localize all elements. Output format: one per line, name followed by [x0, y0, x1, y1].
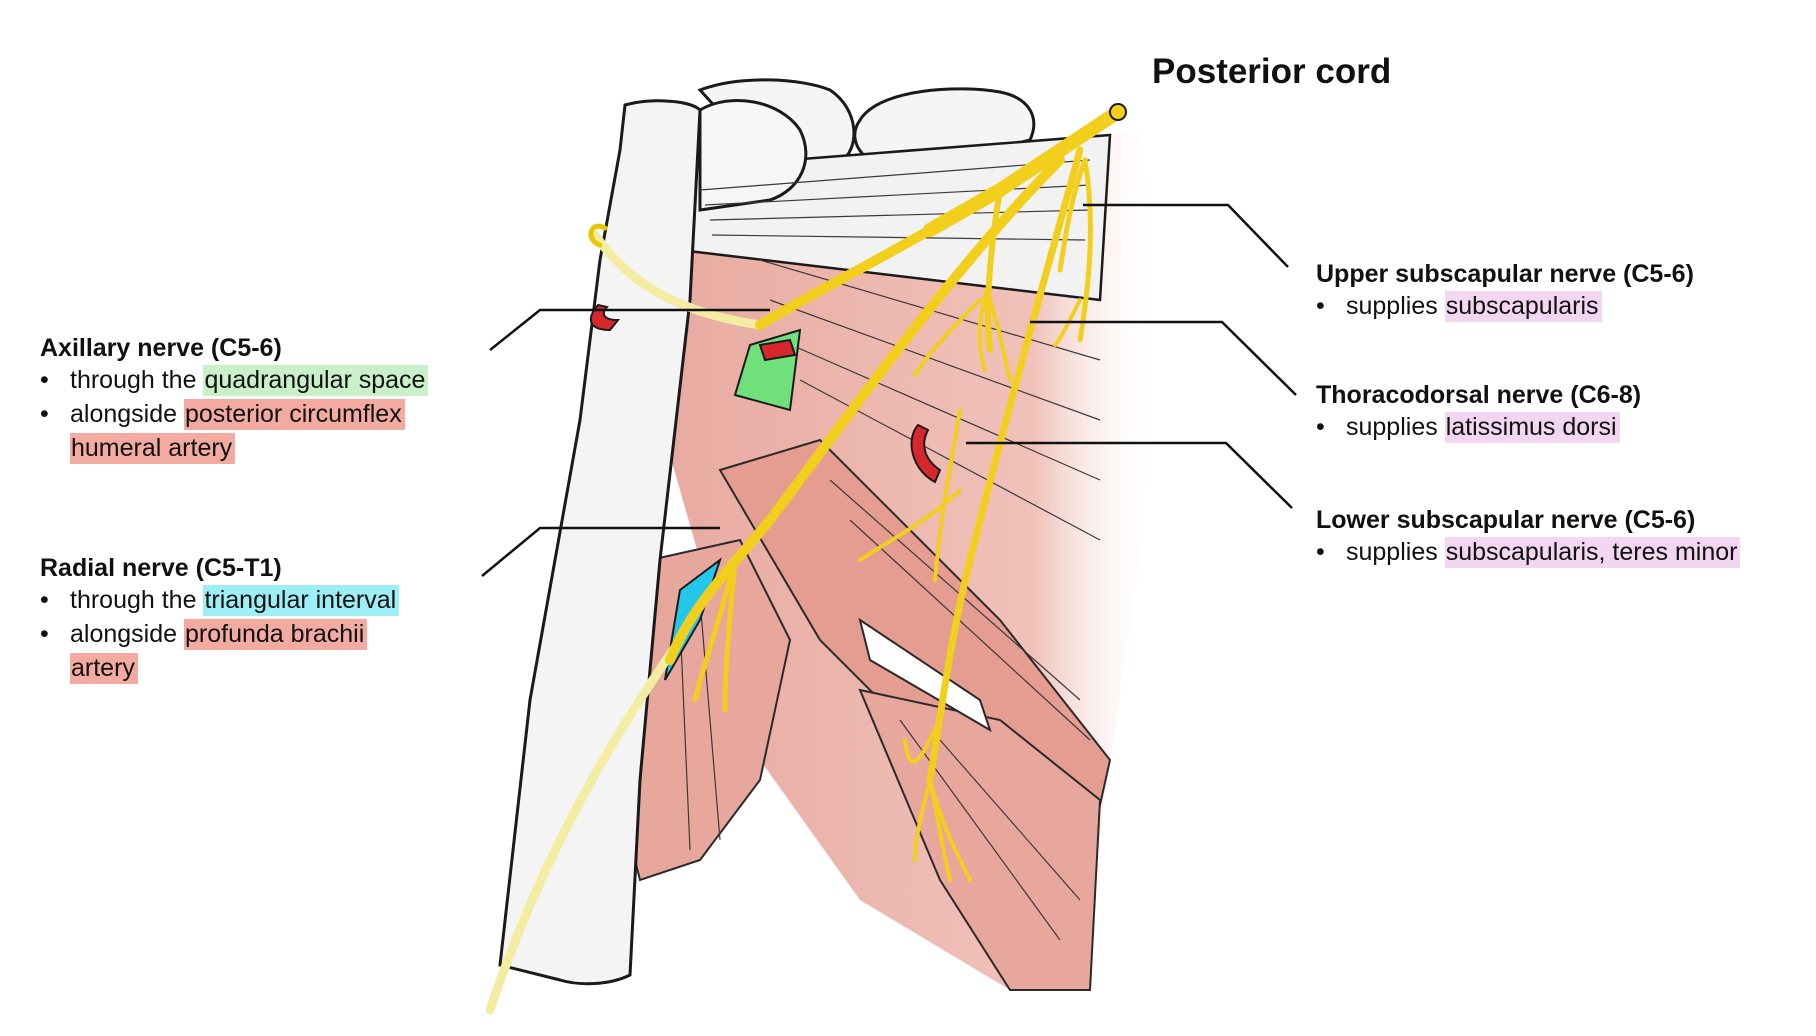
lower-subscapular-highlight: subscapularis, teres minor — [1444, 537, 1741, 568]
axillary-artery-highlight: posterior circumflex — [183, 399, 405, 430]
radial-bullet-2-continued: artery — [40, 651, 399, 685]
radial-line2-prefix: alongside — [70, 620, 178, 648]
humeral-head — [698, 99, 808, 212]
lower-subscapular-title: Lower subscapular nerve (C5-6) — [1316, 506, 1696, 534]
upper-subscapular-bullet: • supplies subscapularis — [1316, 289, 1694, 323]
upper-subscapular-highlight: subscapularis — [1444, 291, 1602, 322]
lower-subscapular-bullet: • supplies subscapularis, teres minor — [1316, 535, 1741, 569]
posterior-cord-end — [1109, 103, 1127, 121]
radial-bullet-2: • alongside profunda brachii — [40, 617, 399, 651]
leader-radial — [481, 526, 720, 577]
radial-bullet-1: • through the triangular interval — [40, 583, 400, 617]
diagram-title: Posterior cord — [1152, 52, 1392, 91]
leader-lower-subscapular — [966, 441, 1293, 509]
lower-subscapular-prefix: supplies — [1346, 538, 1438, 566]
thoracodorsal-highlight: latissimus dorsi — [1444, 412, 1620, 443]
leader-axillary — [489, 308, 770, 351]
bullet-dot: • — [40, 400, 49, 428]
radial-triangular-highlight: triangular interval — [203, 585, 400, 616]
bullet-dot: • — [1316, 538, 1325, 566]
upper-subscapular-prefix: supplies — [1346, 292, 1438, 320]
leader-lines — [481, 203, 1297, 577]
bullet-dot: • — [40, 586, 49, 614]
radial-line1-prefix: through the — [70, 586, 197, 614]
radial-nerve-label: Radial nerve (C5-T1) • through the triang… — [40, 554, 400, 685]
bullet-dot: • — [40, 366, 49, 394]
thoracodorsal-prefix: supplies — [1346, 413, 1438, 441]
upper-subscapular-nerve-label: Upper subscapular nerve (C5-6) • supplies… — [1316, 260, 1694, 323]
axillary-nerve-title: Axillary nerve (C5-6) — [40, 334, 282, 362]
bullet-dot: • — [40, 620, 49, 648]
muscle-gap — [858, 617, 992, 733]
axillary-bullet-2-continued: humeral artery — [40, 431, 428, 465]
leader-upper-subscapular — [1083, 203, 1289, 268]
thoracodorsal-bullet: • supplies latissimus dorsi — [1316, 410, 1641, 444]
axillary-artery-highlight-cont: humeral artery — [70, 433, 236, 464]
radial-artery-highlight: profunda brachii — [183, 619, 368, 650]
upper-subscapular-title: Upper subscapular nerve (C5-6) — [1316, 260, 1694, 288]
axillary-nerve-loop — [588, 223, 608, 248]
thoracodorsal-title: Thoracodorsal nerve (C6-8) — [1316, 381, 1642, 409]
humerus — [498, 99, 702, 986]
axillary-nerve-label: Axillary nerve (C5-6) • through the quadr… — [40, 334, 429, 465]
axillary-nerve-posterior-segment — [590, 230, 765, 330]
axillary-line1-prefix: through the — [70, 366, 197, 394]
latissimus-dorsi-muscle — [858, 688, 1102, 991]
axillary-bullet-2: • alongside posterior circumflex — [40, 397, 428, 431]
coracoid-process — [853, 87, 1036, 162]
circumflex-artery-segment — [758, 338, 797, 362]
axillary-quadrangular-highlight: quadrangular space — [203, 365, 429, 396]
thoracodorsal-artery — [910, 423, 942, 484]
axillary-bullet-1: • through the quadrangular space — [40, 363, 429, 397]
axillary-line2-prefix: alongside — [70, 400, 178, 428]
thoracodorsal-nerve-label: Thoracodorsal nerve (C6-8) • supplies lat… — [1316, 381, 1641, 444]
lower-subscapular-nerve-label: Lower subscapular nerve (C5-6) • supplies… — [1316, 506, 1741, 569]
leader-thoracodorsal — [1030, 320, 1297, 396]
bullet-dot: • — [1316, 292, 1325, 320]
radial-nerve-title: Radial nerve (C5-T1) — [40, 554, 282, 582]
radial-artery-highlight-cont: artery — [70, 653, 138, 684]
radial-nerve-lower-segment — [485, 635, 685, 1015]
posterior-cord-branches — [665, 105, 1125, 882]
bullet-dot: • — [1316, 413, 1325, 441]
